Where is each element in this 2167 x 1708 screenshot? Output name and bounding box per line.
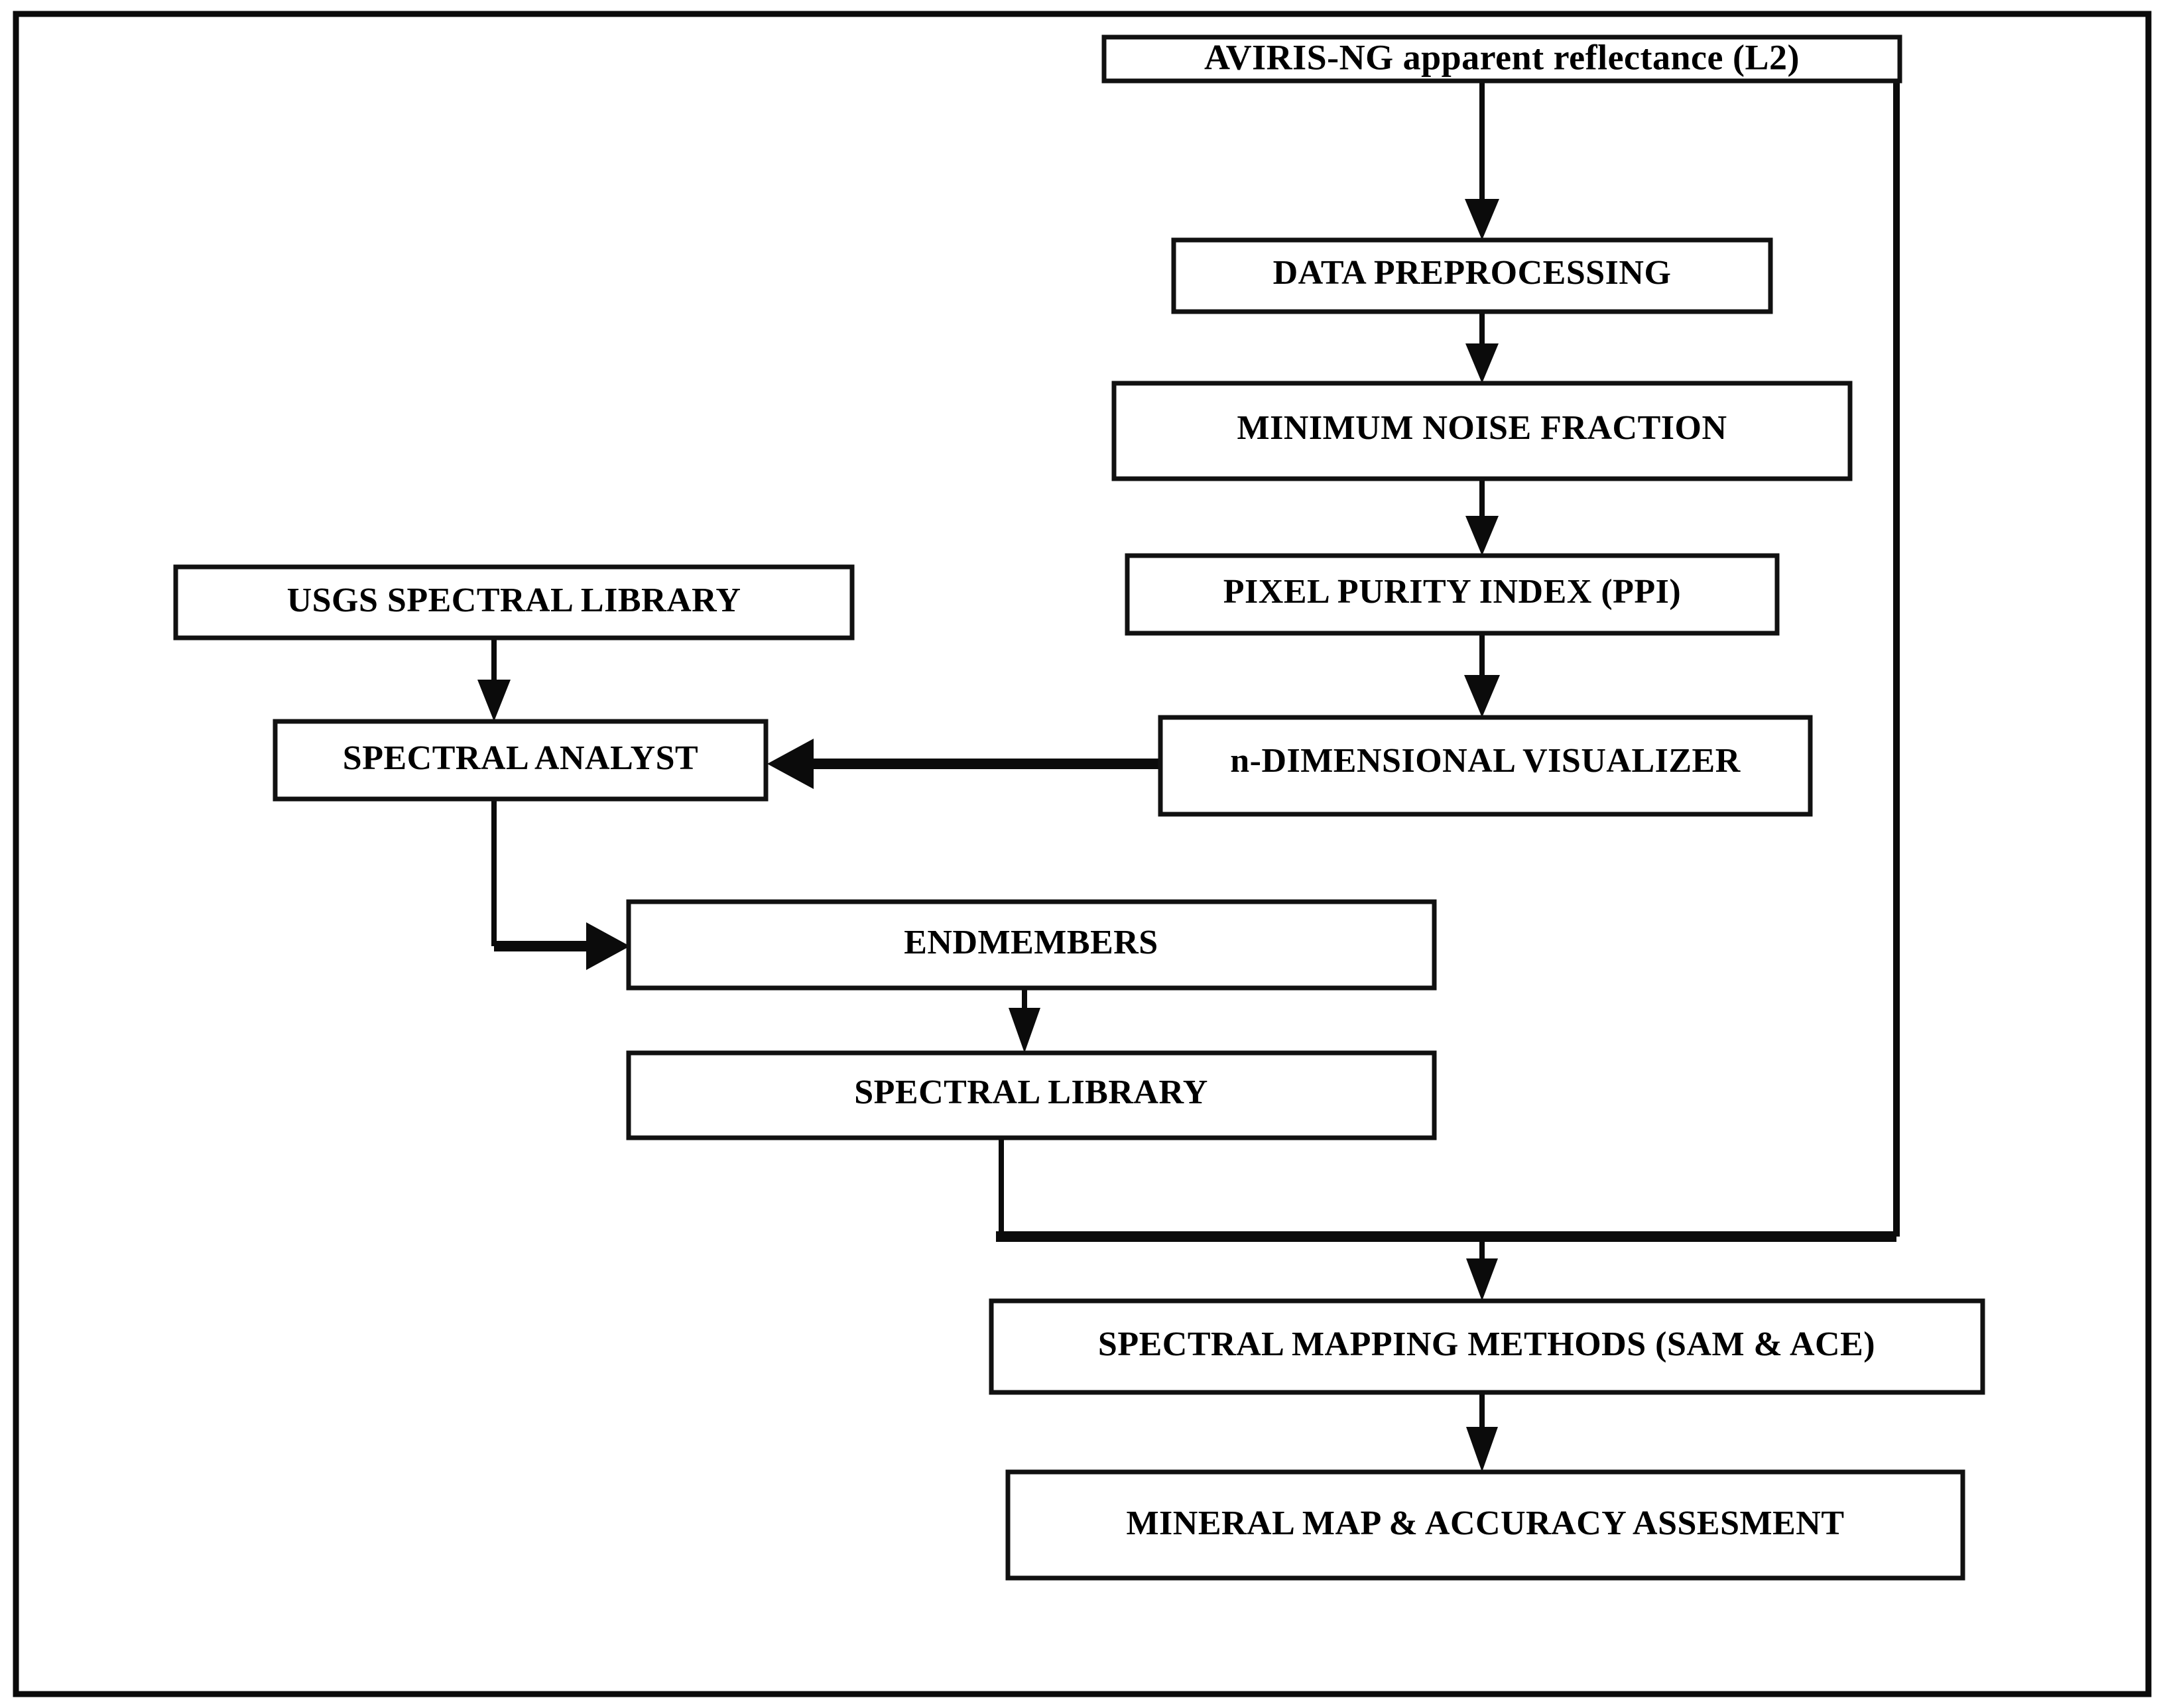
node-minimum-noise-fraction-box[interactable] xyxy=(1111,381,1853,481)
node-spectral-mapping-methods-label: SPECTRAL MAPPING METHODS (SAM & ACE) xyxy=(1098,1325,1875,1363)
node-mineral-map-accuracy-label: MINERAL MAP & ACCURACY ASSESMENT xyxy=(1126,1504,1844,1542)
figure-border xyxy=(13,11,2152,1697)
node-endmembers-label: ENDMEMBERS xyxy=(904,924,1158,961)
node-spectral-library-label: SPECTRAL LIBRARY xyxy=(854,1073,1208,1111)
node-spectral-analyst-box[interactable] xyxy=(273,719,769,802)
arrowhead-endmembers-left xyxy=(586,922,630,970)
arrowhead-analyst-top xyxy=(477,680,511,721)
node-spectral-mapping-methods-box[interactable] xyxy=(989,1298,1985,1395)
node-minimum-noise-fraction-label: MINIMUM NOISE FRACTION xyxy=(1237,409,1727,447)
arrowhead-mapping xyxy=(1466,1258,1498,1301)
node-aviris-reflectance-label: AVIRIS-NG apparent reflectance (L2) xyxy=(1204,37,1800,77)
arrowhead-ppi xyxy=(1465,516,1499,556)
node-endmembers[interactable]: ENDMEMBERS xyxy=(626,899,1437,991)
node-n-dimensional-visualizer[interactable]: n-DIMENSIONAL VISUALIZER xyxy=(1158,715,1813,817)
arrowhead-preprocess xyxy=(1465,199,1499,240)
node-spectral-library-box[interactable] xyxy=(626,1050,1437,1140)
node-aviris-reflectance-box[interactable] xyxy=(1101,34,1902,84)
node-endmembers-box[interactable] xyxy=(626,899,1437,991)
node-pixel-purity-index-label: PIXEL PURITY INDEX (PPI) xyxy=(1223,573,1681,611)
node-pixel-purity-index[interactable]: PIXEL PURITY INDEX (PPI) xyxy=(1125,553,1780,636)
arrowhead-speclib xyxy=(1009,1008,1040,1053)
arrowhead-analyst-left xyxy=(767,739,814,789)
node-spectral-mapping-methods[interactable]: SPECTRAL MAPPING METHODS (SAM & ACE) xyxy=(989,1298,1985,1395)
node-data-preprocessing-box[interactable] xyxy=(1171,237,1773,314)
node-spectral-analyst-label: SPECTRAL ANALYST xyxy=(343,739,698,777)
node-spectral-library[interactable]: SPECTRAL LIBRARY xyxy=(626,1050,1437,1140)
node-mineral-map-accuracy[interactable]: MINERAL MAP & ACCURACY ASSESMENT xyxy=(1005,1469,1965,1581)
node-n-dimensional-visualizer-label: n-DIMENSIONAL VISUALIZER xyxy=(1230,742,1741,780)
arrowhead-mnf xyxy=(1465,343,1499,383)
node-usgs-spectral-library-box[interactable] xyxy=(173,564,855,640)
node-data-preprocessing-label: DATA PREPROCESSING xyxy=(1273,254,1672,292)
node-usgs-spectral-library[interactable]: USGS SPECTRAL LIBRARY xyxy=(173,564,855,640)
node-data-preprocessing[interactable]: DATA PREPROCESSING xyxy=(1171,237,1773,314)
node-aviris-reflectance[interactable]: AVIRIS-NG apparent reflectance (L2) xyxy=(1101,34,1902,84)
node-spectral-analyst[interactable]: SPECTRAL ANALYST xyxy=(273,719,769,802)
node-minimum-noise-fraction[interactable]: MINIMUM NOISE FRACTION xyxy=(1111,381,1853,481)
node-usgs-spectral-library-label: USGS SPECTRAL LIBRARY xyxy=(287,581,741,619)
arrowhead-mineralmap xyxy=(1466,1427,1498,1472)
node-pixel-purity-index-box[interactable] xyxy=(1125,553,1780,636)
node-mineral-map-accuracy-box[interactable] xyxy=(1005,1469,1965,1581)
edge-aviris-feedback-loop xyxy=(1893,58,1900,1237)
node-n-dimensional-visualizer-box[interactable] xyxy=(1158,715,1813,817)
connector-layer xyxy=(477,58,1900,1472)
arrowhead-ndim xyxy=(1464,675,1500,717)
